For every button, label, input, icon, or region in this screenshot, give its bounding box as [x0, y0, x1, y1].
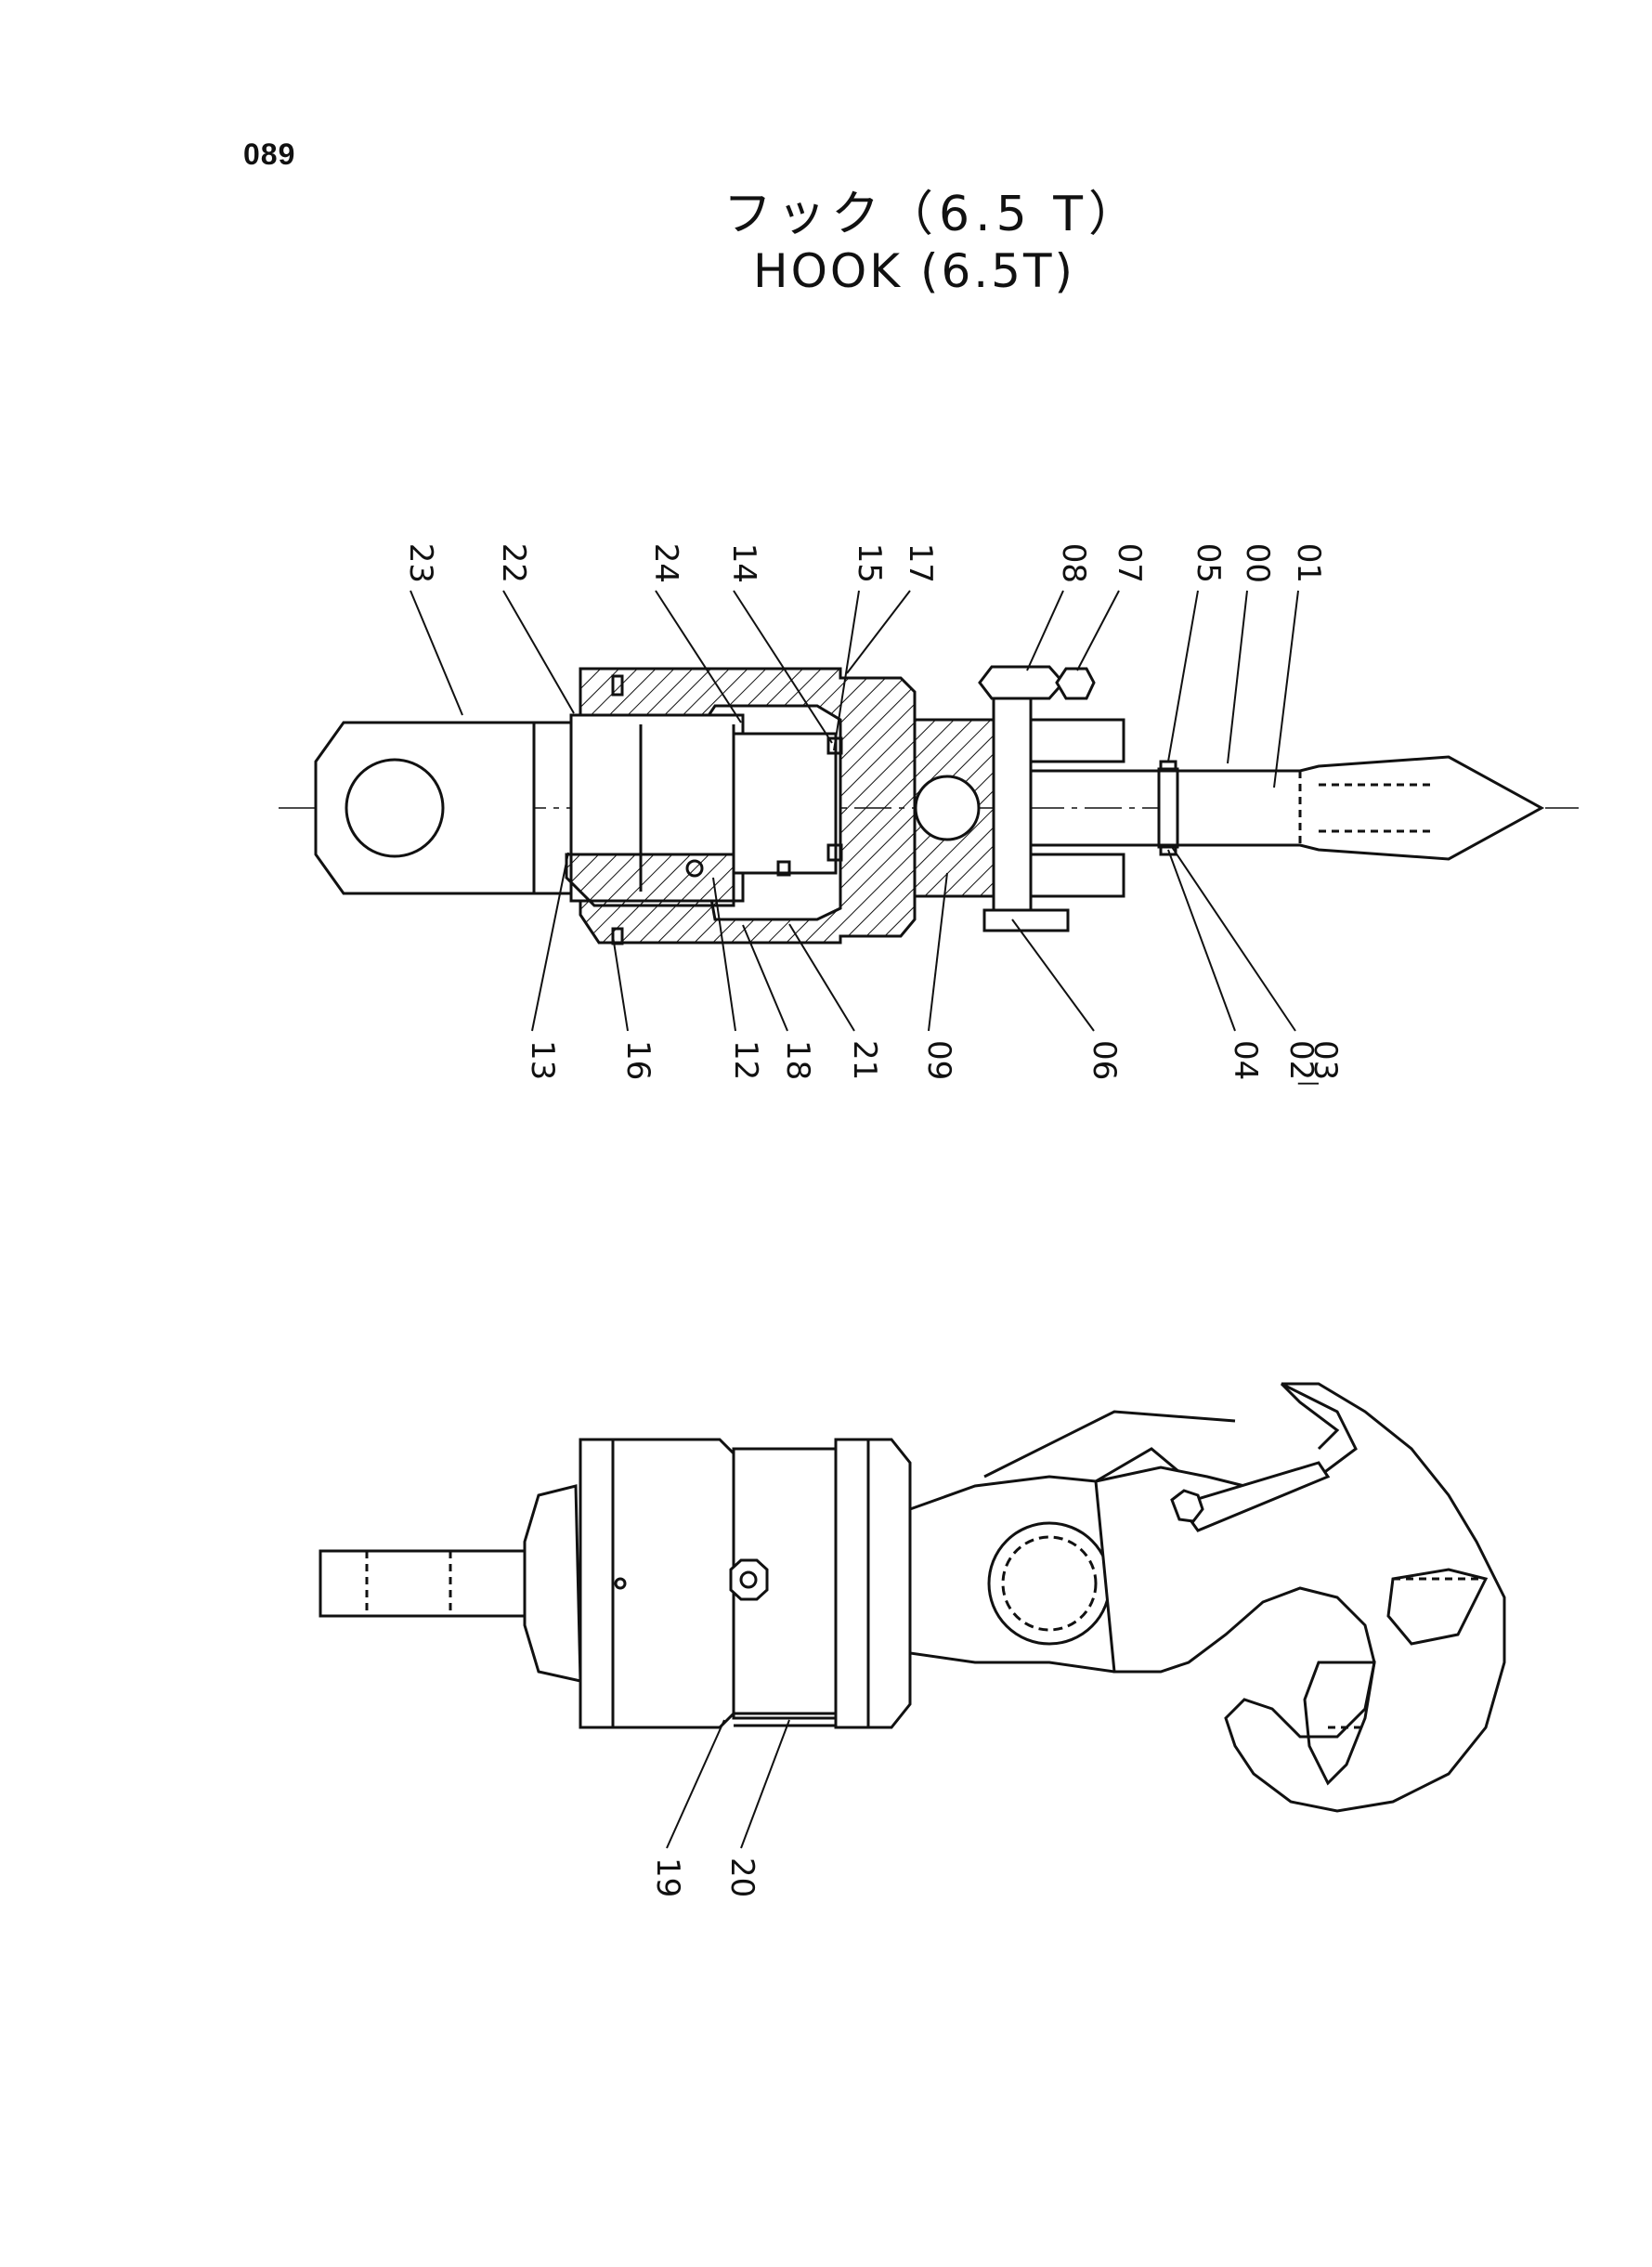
callout-03: 03 — [1307, 1040, 1344, 1080]
exterior-eye-plate — [319, 1549, 527, 1618]
eye-plate — [314, 721, 536, 895]
title-block: フック（6.5 T） HOOK (6.5T) — [0, 186, 1652, 299]
exterior-barrel-upper — [579, 1438, 735, 1729]
callout-05: 05 — [1190, 543, 1227, 583]
exterior-barrel-lower — [834, 1438, 912, 1729]
callout-15: 15 — [851, 543, 888, 583]
eye-hole — [345, 758, 445, 858]
callout-12: 12 — [727, 1040, 764, 1080]
callout-06: 06 — [1086, 1040, 1123, 1080]
page-number: 089 — [243, 137, 296, 171]
callout-range-separator: | — [1297, 1080, 1320, 1087]
nut — [978, 665, 1066, 700]
callout-21: 21 — [846, 1040, 883, 1080]
callouts-exterior: 19 20 — [649, 1857, 761, 1897]
callout-02: 02 — [1282, 1040, 1320, 1080]
callout-24: 24 — [647, 543, 684, 583]
callout-16: 16 — [619, 1040, 657, 1080]
cross-pin — [992, 690, 1033, 926]
callout-19: 19 — [649, 1857, 686, 1897]
callout-13: 13 — [524, 1040, 561, 1080]
leader-lines-bottom — [531, 846, 1296, 1032]
callout-18: 18 — [779, 1040, 816, 1080]
exterior-hook — [1094, 1382, 1506, 1813]
callout-04: 04 — [1227, 1040, 1264, 1080]
callout-01: 01 — [1290, 543, 1327, 583]
callouts-bottom: 13 16 12 18 21 09 06 04 02 | 03 — [524, 1040, 1344, 1087]
leader-lines-exterior — [666, 1719, 790, 1849]
callouts-top: 23 22 24 14 15 17 08 07 05 00 01 — [402, 543, 1327, 583]
callout-20: 20 — [723, 1857, 761, 1897]
callout-14: 14 — [725, 543, 762, 583]
callout-08: 08 — [1055, 543, 1092, 583]
leader-lines-top — [410, 590, 1299, 788]
callout-00: 00 — [1239, 543, 1276, 583]
section-view — [279, 665, 1579, 945]
callout-17: 17 — [902, 543, 939, 583]
hook-shank — [1176, 755, 1545, 861]
title-english: HOOK (6.5T) — [752, 244, 1076, 298]
title-japanese: フック（6.5 T） — [723, 187, 1142, 242]
callout-07: 07 — [1111, 543, 1148, 583]
callout-22: 22 — [495, 543, 532, 583]
exterior-view — [319, 1382, 1506, 1813]
callout-23: 23 — [402, 543, 439, 583]
callout-09: 09 — [920, 1040, 957, 1080]
